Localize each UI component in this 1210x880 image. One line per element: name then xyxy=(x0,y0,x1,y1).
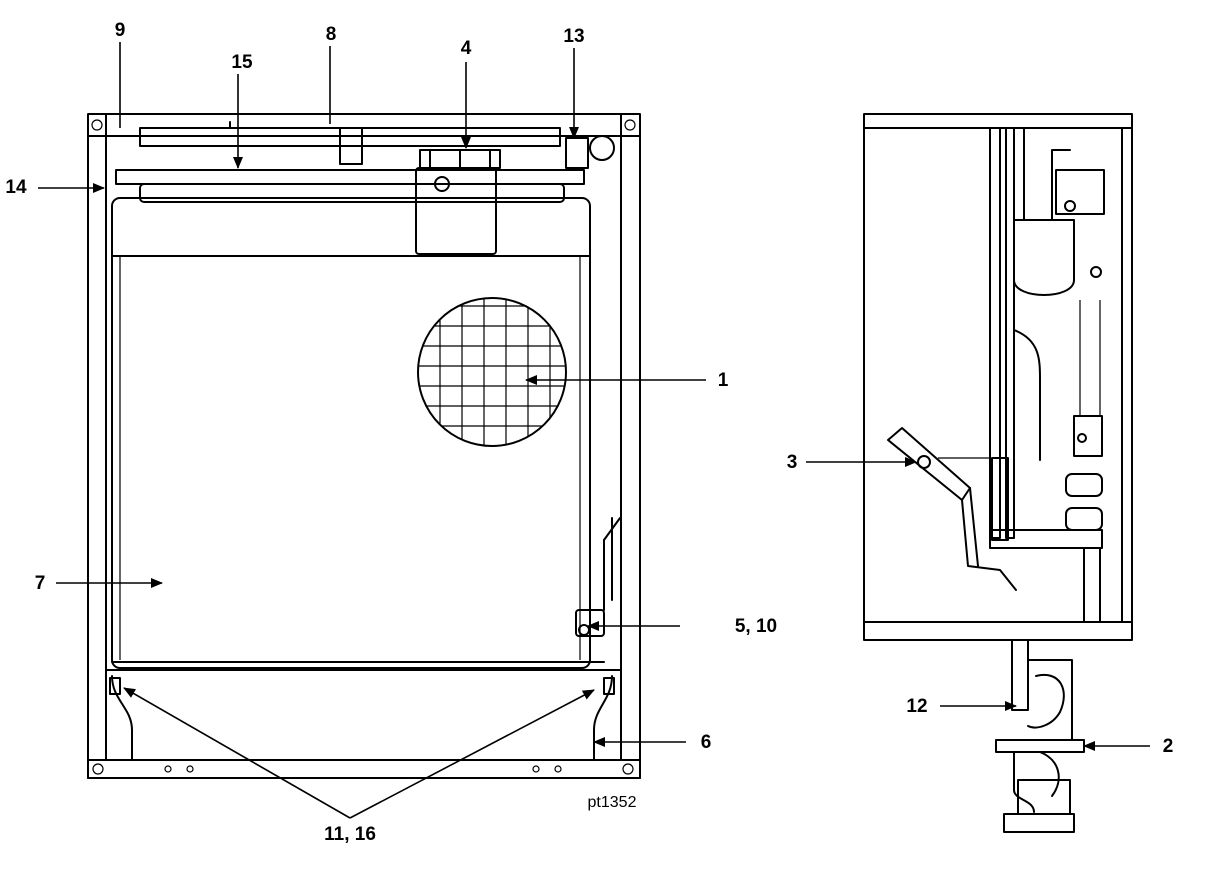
callout-4: 4 xyxy=(461,38,472,59)
callout-14: 14 xyxy=(5,177,27,198)
top-bracket xyxy=(419,149,501,169)
callout-labels: 9 8 4 13 15 14 1 7 5, 10 6 11, 16 3 12 2… xyxy=(5,20,1173,845)
callout-11-16: 11, 16 xyxy=(324,824,376,845)
callout-9: 9 xyxy=(115,20,126,41)
mounting-bracket xyxy=(887,427,1017,591)
leader-lines xyxy=(38,42,1150,819)
callout-13: 13 xyxy=(563,26,584,47)
callout-6: 6 xyxy=(701,732,712,753)
drain-fitting xyxy=(995,639,1085,833)
coil-panel xyxy=(111,197,605,669)
figure-reference: pt1352 xyxy=(588,794,637,811)
callout-5-10: 5, 10 xyxy=(735,616,777,637)
callout-2: 2 xyxy=(1163,736,1174,757)
callout-8: 8 xyxy=(326,24,337,45)
callout-1: 1 xyxy=(718,370,729,391)
side-bracket xyxy=(575,517,621,637)
valve-assembly xyxy=(1013,127,1105,531)
top-rod xyxy=(139,121,615,169)
drain-pan xyxy=(105,669,622,761)
front-outer-frame xyxy=(87,113,641,779)
header-bar xyxy=(115,167,585,255)
bottom-rail xyxy=(87,759,641,779)
side-cabinet xyxy=(863,113,1133,641)
side-view xyxy=(863,113,1133,833)
front-view xyxy=(87,113,641,779)
callout-3: 3 xyxy=(787,452,798,473)
callout-12: 12 xyxy=(906,696,927,717)
coil-tubes xyxy=(989,127,1103,623)
fin-detail-circle xyxy=(417,297,567,447)
callout-7: 7 xyxy=(35,573,46,594)
callout-15: 15 xyxy=(231,52,253,73)
